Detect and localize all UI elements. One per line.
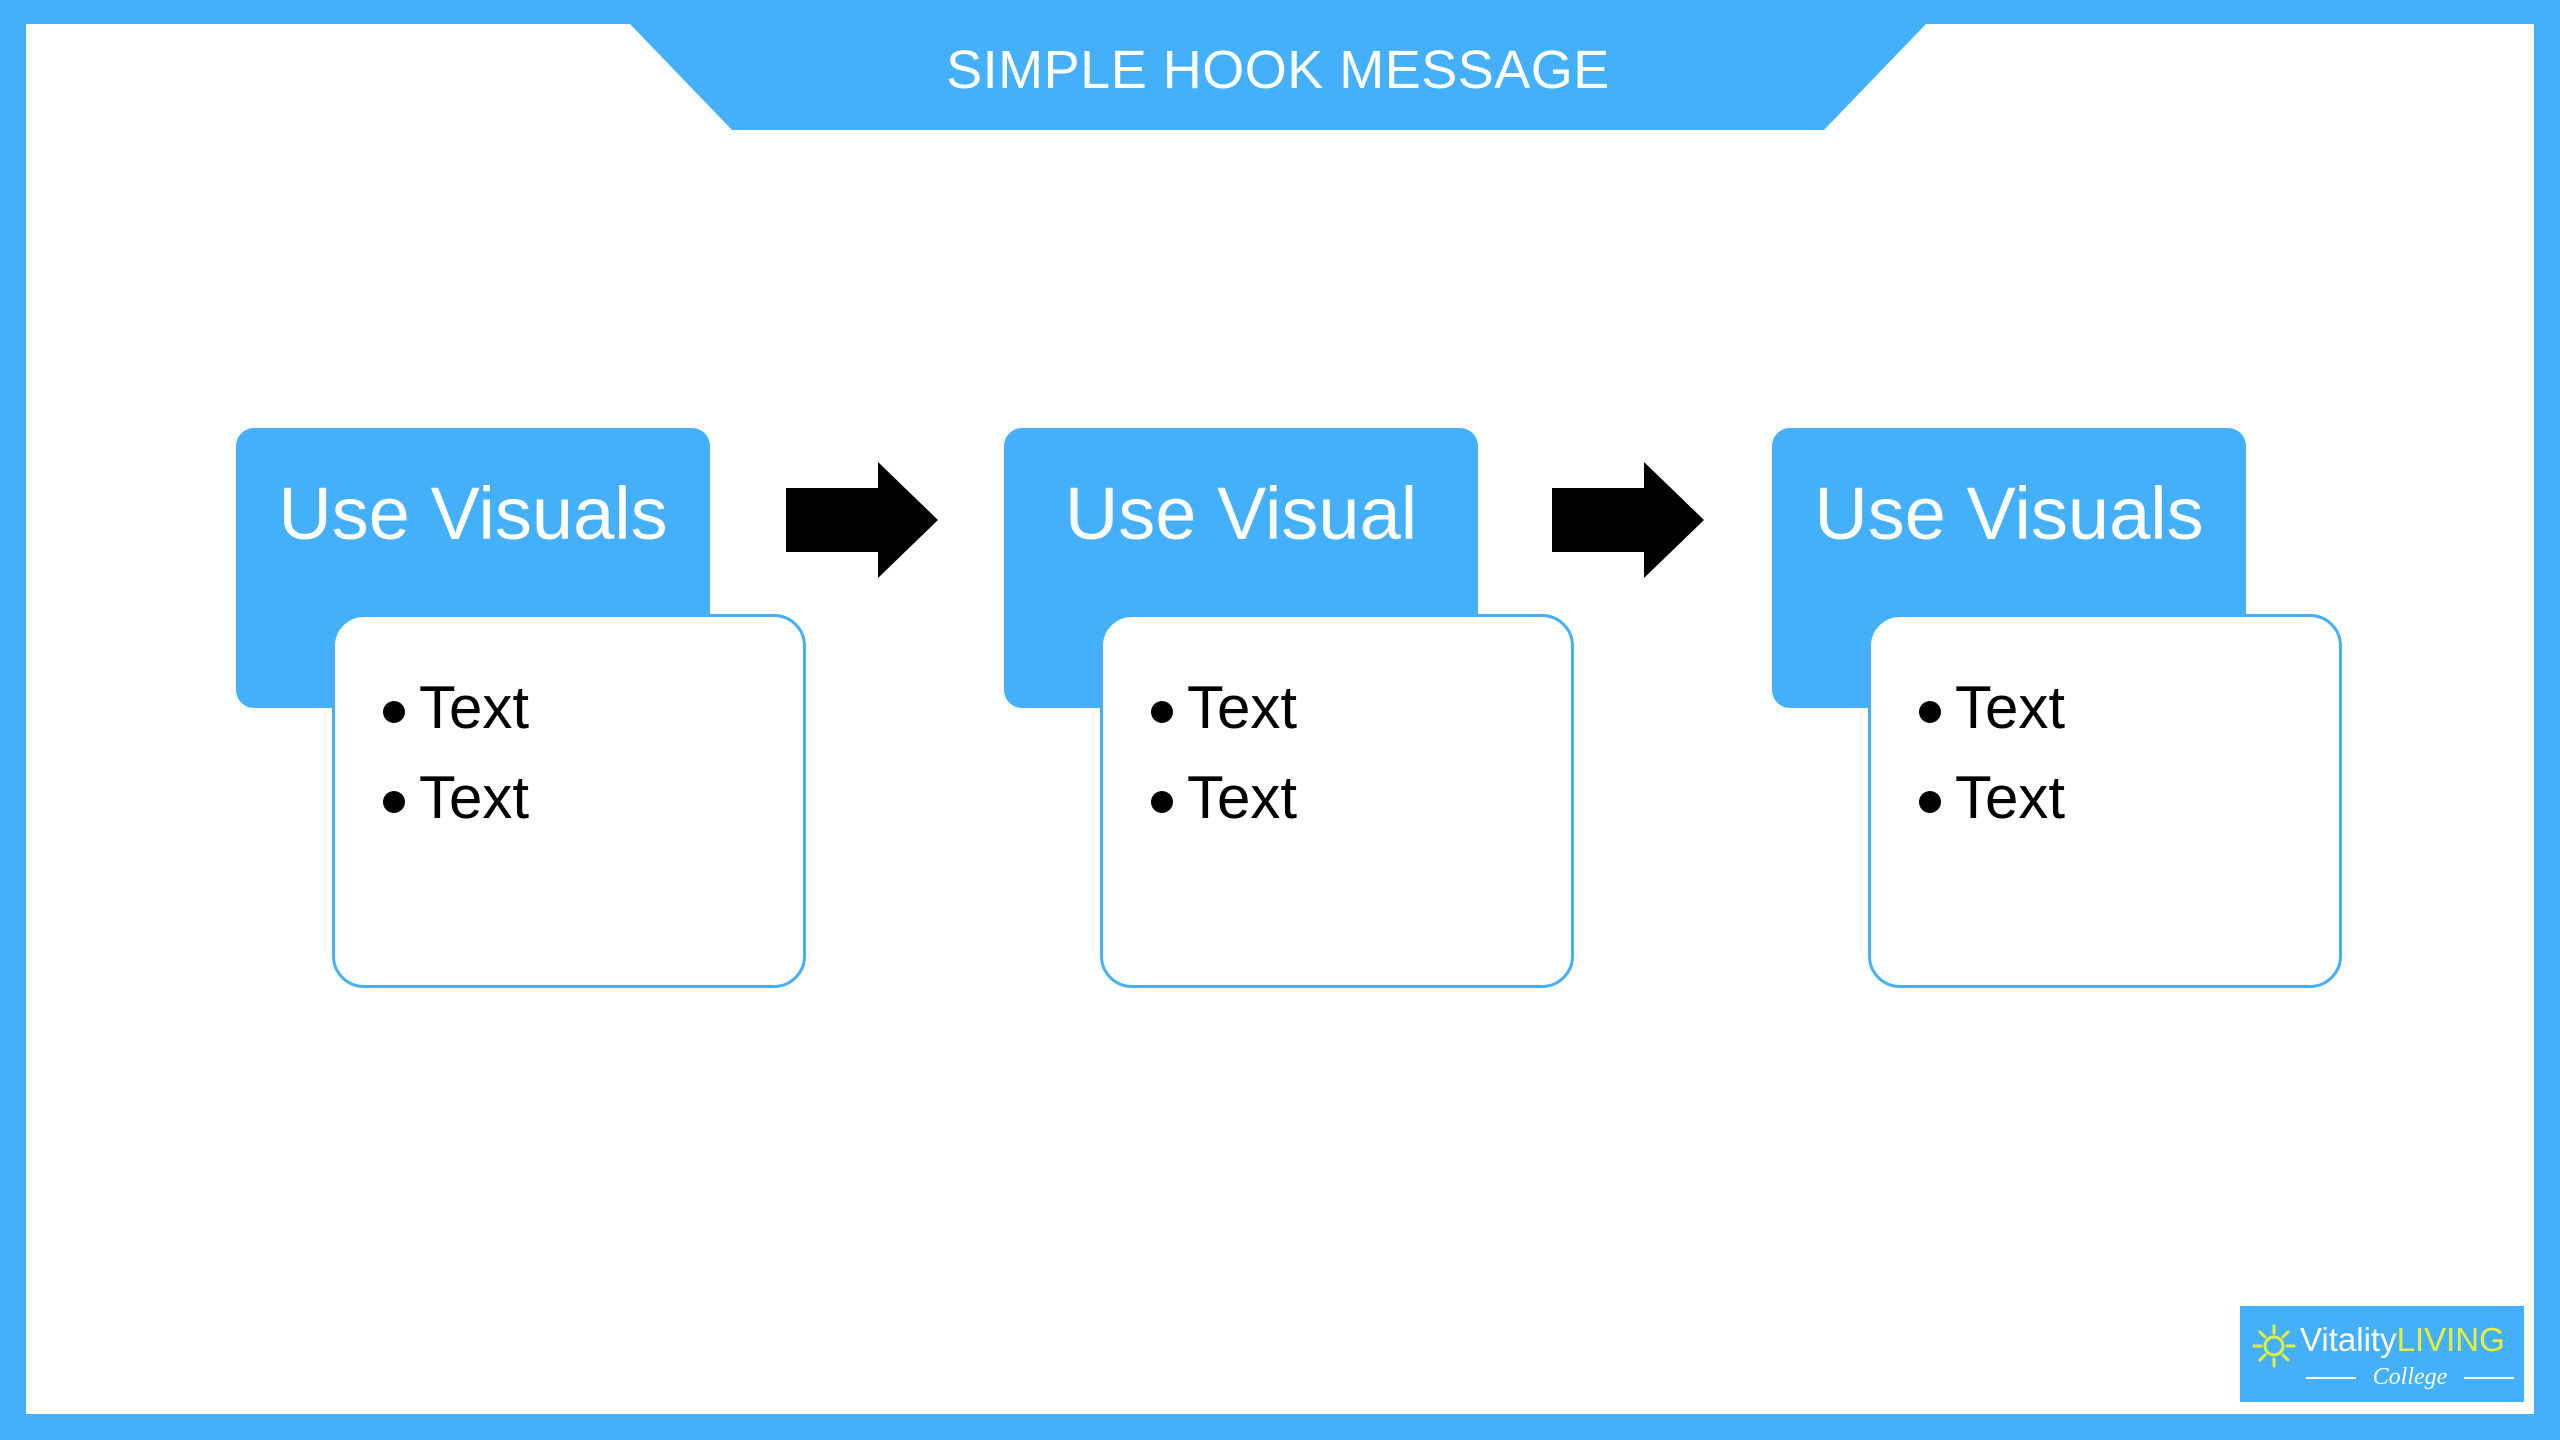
bullet-item: Text — [1919, 663, 2339, 753]
sun-icon — [2252, 1324, 2296, 1368]
process-step-1: Use Visuals Text Text — [236, 428, 810, 994]
vitality-living-college-logo: VitalityLIVING College — [2240, 1306, 2524, 1402]
logo-brand: VitalityLIVING — [2300, 1320, 2505, 1360]
step-body-box: Text Text — [332, 614, 806, 988]
bullet-item: Text — [1151, 663, 1571, 753]
process-step-3: Use Visuals Text Text — [1772, 428, 2346, 994]
step-body-box: Text Text — [1868, 614, 2342, 988]
logo-divider — [2464, 1377, 2514, 1379]
logo-brand-vitality: Vitality — [2300, 1321, 2397, 1358]
bullet-item: Text — [383, 753, 803, 843]
right-arrow-icon — [1552, 462, 1704, 578]
step-heading: Use Visuals — [278, 472, 668, 555]
step-heading: Use Visuals — [1814, 472, 2204, 555]
bullet-item: Text — [1919, 753, 2339, 843]
logo-tagline-row: College — [2300, 1362, 2520, 1392]
logo-brand-living: LIVING — [2396, 1321, 2505, 1358]
right-arrow-icon — [786, 462, 938, 578]
bullet-list: Text Text — [335, 617, 803, 843]
logo-tagline: College — [2372, 1364, 2448, 1390]
process-step-2: Use Visual Text Text — [1004, 428, 1578, 994]
slide-title: SIMPLE HOOK MESSAGE — [946, 40, 1610, 100]
logo-divider — [2306, 1377, 2356, 1379]
title-banner — [630, 24, 1926, 130]
bullet-item: Text — [1151, 753, 1571, 843]
bullet-item: Text — [383, 663, 803, 753]
bullet-list: Text Text — [1871, 617, 2339, 843]
step-body-box: Text Text — [1100, 614, 1574, 988]
step-heading: Use Visual — [1064, 472, 1418, 555]
bullet-list: Text Text — [1103, 617, 1571, 843]
